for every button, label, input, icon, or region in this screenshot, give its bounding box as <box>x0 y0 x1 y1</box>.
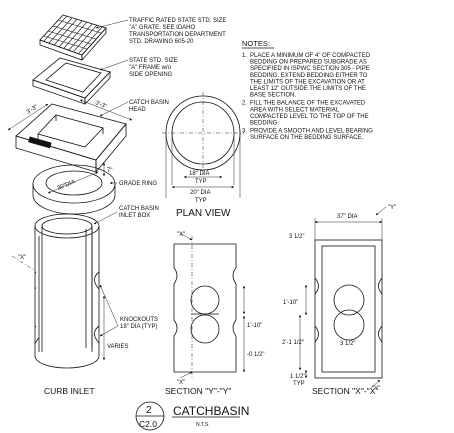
section-yy-label: SECTION "Y"-"Y" <box>165 386 231 396</box>
secy-0112-dim: -0 1/2" <box>247 352 264 358</box>
note-line: PLACE A MINIMUM OF 4" OF COMPACTED <box>250 53 371 59</box>
secx-2112-dim: 2'-1 1/2" <box>282 340 304 346</box>
head-line-2: HEAD <box>129 107 146 113</box>
head-line-1: CATCH BASIN <box>129 100 169 106</box>
grade-ring-drawing <box>32 164 116 215</box>
svg-text:CATCH BASIN: CATCH BASIN <box>129 100 169 106</box>
note-line: BASE SECTION. <box>250 93 296 99</box>
secx-37-dia: 37" DIA <box>337 214 357 220</box>
secx-y-top: "Y" <box>388 205 396 211</box>
knockouts-line-2: 18" DIA (TYP) <box>120 324 157 330</box>
inlet-box-callout: CATCH BASIN INLET BOX <box>119 206 159 219</box>
grate-drawing <box>39 14 107 62</box>
head-left-dim: 3'-3" <box>26 104 39 116</box>
secx-112-dim: 1 1/2" <box>290 374 305 380</box>
svg-text:STATE STD. SIZE: STATE STD. SIZE <box>129 58 178 64</box>
secx-110-dim: 1'-10" <box>283 300 298 306</box>
svg-text:18" DIA (TYP): 18" DIA (TYP) <box>120 324 157 330</box>
section-xx-label: SECTION "X"-"X" <box>312 386 378 396</box>
svg-text:TRANSPORTATION DEPARTMENT: TRANSPORTATION DEPARTMENT <box>129 32 226 38</box>
curb-x-marker: "X" <box>18 255 26 261</box>
callout-leaders <box>93 19 129 225</box>
note-line: THE LIMITS OF THE EXCAVATION OR AT <box>250 79 365 85</box>
frame-callout: STATE STD. SIZE "A" FRAME w/o SIDE OPENI… <box>129 58 178 78</box>
grate-line-1: TRAFFIC RATED STATE STD. SIZE <box>129 18 226 24</box>
frame-line-2: "A" FRAME w/o <box>129 65 172 71</box>
ring-dia-dim: 30"DIA <box>57 179 77 192</box>
secy-x-bottom: "X" <box>177 380 185 386</box>
grate-line-3: TRANSPORTATION DEPARTMENT <box>129 32 226 38</box>
note-line: COMPACTED LEVEL TO THE TOP OF THE <box>250 114 369 120</box>
head-right-dim: 3'-3" <box>94 100 107 110</box>
head-callout: CATCH BASIN HEAD <box>129 100 169 113</box>
plan-20-dia: 20" DIA <box>190 190 210 196</box>
detail-number: 2 <box>146 405 152 416</box>
note-line: SURFACE ON THE BEDDING SURFACE. <box>250 135 364 141</box>
svg-text:CATCH BASIN: CATCH BASIN <box>119 206 159 212</box>
grade-ring-label: GRADE RING <box>119 181 157 187</box>
secy-110-dim: 1'-10" <box>247 323 262 329</box>
secx-typ: TYP <box>293 381 305 387</box>
curb-inlet-label: CURB INLET <box>44 386 95 396</box>
note-line: AREA WITH SELECT MATERIAL <box>250 107 340 113</box>
grate-line-4: STD. DRAWING 605-20 <box>129 39 194 45</box>
detail-title: CATCHBASIN <box>173 404 249 418</box>
frame-line-1: STATE STD. SIZE <box>129 58 178 64</box>
head-dimensions <box>7 99 133 177</box>
frame-drawing <box>32 57 111 105</box>
plan-typ-1: TYP <box>195 179 207 185</box>
inlet-box-line-1: CATCH BASIN <box>119 206 159 212</box>
inlet-box-line-2: INLET BOX <box>119 213 150 219</box>
note-line: BEDDING. <box>250 121 279 127</box>
knockouts-callout: KNOCKOUTS 18" DIA (TYP) <box>120 317 158 330</box>
grate-line-2: "A" GRATE. SEE IDAHO <box>129 25 195 31</box>
frame-line-3: SIDE OPENING <box>129 72 173 78</box>
svg-text:"A" FRAME w/o: "A" FRAME w/o <box>129 65 172 71</box>
note-line: BEDDING ON PREPARED SUBGRADE AS <box>250 60 367 66</box>
detail-scale: N.T.S. <box>196 422 210 428</box>
plan-typ-2: TYP <box>195 198 207 204</box>
svg-text:TRAFFIC RATED STATE STD. SIZE: TRAFFIC RATED STATE STD. SIZE <box>129 18 226 24</box>
notes-heading: NOTES: <box>242 39 270 48</box>
note-number: 2. <box>242 101 247 107</box>
note-line: FILL THE BALANCE OF THE EXCAVATED <box>250 101 366 107</box>
note-line: LEAST 12" OUTSIDE THE LIMITS OF THE <box>250 86 366 92</box>
notes-block: NOTES: 1.PLACE A MINIMUM OF 4" OF COMPAC… <box>242 39 373 141</box>
note-line: SPECIFIED IN ISPWC SECTION 305 - PIPE <box>250 66 370 72</box>
svg-text:"A" GRATE. SEE IDAHO: "A" GRATE. SEE IDAHO <box>129 25 195 31</box>
secx-y-bottom: "Y" <box>372 386 380 392</box>
note-line: PROVIDE A SMOOTH AND LEVEL BEARING <box>250 129 373 135</box>
knockouts-line-1: KNOCKOUTS <box>120 317 158 323</box>
secx-312-mid: 3 1/2" <box>340 341 355 347</box>
svg-text:KNOCKOUTS: KNOCKOUTS <box>120 317 158 323</box>
knockout-leaders <box>99 284 119 361</box>
svg-text:SIDE OPENING: SIDE OPENING <box>129 72 173 78</box>
secy-x-top: "X" <box>177 232 185 238</box>
secx-312-top: 3 1/2" <box>289 234 304 240</box>
section-yy-drawing <box>173 232 246 380</box>
plan-view-drawing <box>162 92 244 198</box>
seven-inch-dim: 7" <box>107 168 112 174</box>
grate-callout: TRAFFIC RATED STATE STD. SIZE "A" GRATE.… <box>129 18 226 45</box>
note-number: 1. <box>242 53 247 59</box>
note-line: BEDDING. EXTEND BEDDING EITHER TO <box>250 73 368 79</box>
varies-label: VARIES <box>107 344 129 350</box>
note-number: 3. <box>242 129 247 135</box>
plan-view-label: PLAN VIEW <box>176 208 231 219</box>
plan-18-dia: 18" DIA <box>189 171 209 177</box>
sheet-number: C2.0 <box>139 419 157 429</box>
notes-lines: 1.PLACE A MINIMUM OF 4" OF COMPACTEDBEDD… <box>242 53 373 141</box>
section-xx-drawing <box>298 206 387 389</box>
curb-inlet-drawing <box>34 213 100 369</box>
svg-text:INLET BOX: INLET BOX <box>119 213 150 219</box>
svg-text:STD. DRAWING 605-20: STD. DRAWING 605-20 <box>129 39 194 45</box>
svg-text:HEAD: HEAD <box>129 107 146 113</box>
title-block <box>135 401 240 431</box>
